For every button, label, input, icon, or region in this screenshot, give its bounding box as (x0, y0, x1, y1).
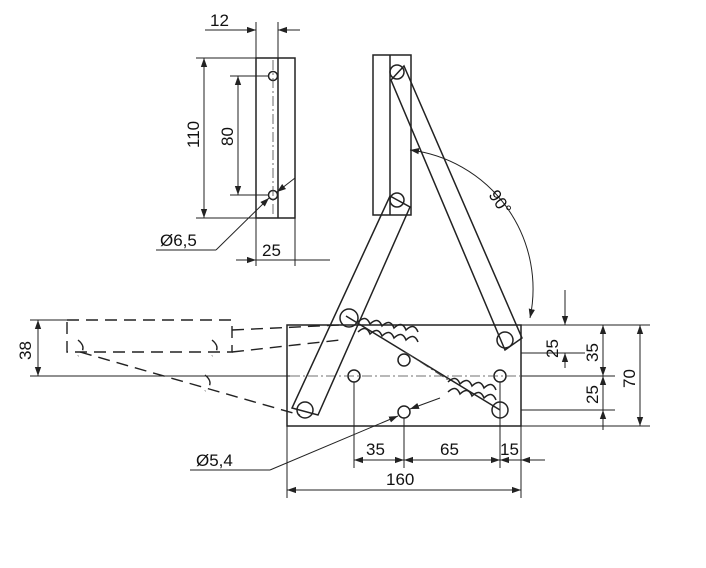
dim-hole-6-5-label: Ø6,5 (160, 231, 197, 250)
dim-80-label: 80 (218, 127, 237, 146)
dim-12: 12 (205, 11, 300, 58)
dim-25-width: 25 (236, 218, 330, 266)
dim-right-35-label: 35 (583, 343, 602, 362)
dim-hole-5-4-label: Ø5,4 (196, 451, 233, 470)
mount-pivot-bottom (389, 192, 405, 208)
dim-25-width-label: 25 (262, 241, 281, 260)
dim-right-25-top-label: 25 (543, 339, 562, 358)
dim-38-label: 38 (16, 341, 35, 360)
arm-short (290, 194, 411, 419)
spring (345, 315, 509, 419)
dim-hole-5-4: Ø5,4 (190, 397, 441, 471)
dim-right-70-label: 70 (620, 369, 639, 388)
dim-right-25-bottom-label: 25 (583, 385, 602, 404)
base-hole-bottom (397, 405, 411, 419)
dim-bottom-35-label: 35 (366, 440, 385, 459)
mount-pivot-top (389, 64, 405, 80)
folded-position (66, 319, 341, 416)
dim-hole-6-5: Ø6,5 (156, 177, 296, 251)
dim-80: 80 (218, 75, 268, 196)
base-plate (286, 324, 522, 427)
base-hole-mid (397, 353, 411, 367)
dim-bottom-15-label: 15 (500, 440, 519, 459)
dim-110-label: 110 (184, 121, 203, 148)
mount-bracket (372, 54, 412, 216)
dim-bottom: 35 65 15 160 (286, 382, 545, 498)
angle-90: 90° (409, 147, 535, 319)
dim-bottom-65-label: 65 (440, 440, 459, 459)
dim-bottom-160-label: 160 (386, 470, 414, 489)
dim-right: 25 35 25 70 (521, 290, 650, 430)
bracket-body (255, 57, 296, 219)
dim-110: 110 (184, 57, 256, 219)
dim-38: 38 (16, 319, 290, 377)
dim-12-label: 12 (210, 11, 229, 30)
bracket-detail (255, 57, 296, 219)
